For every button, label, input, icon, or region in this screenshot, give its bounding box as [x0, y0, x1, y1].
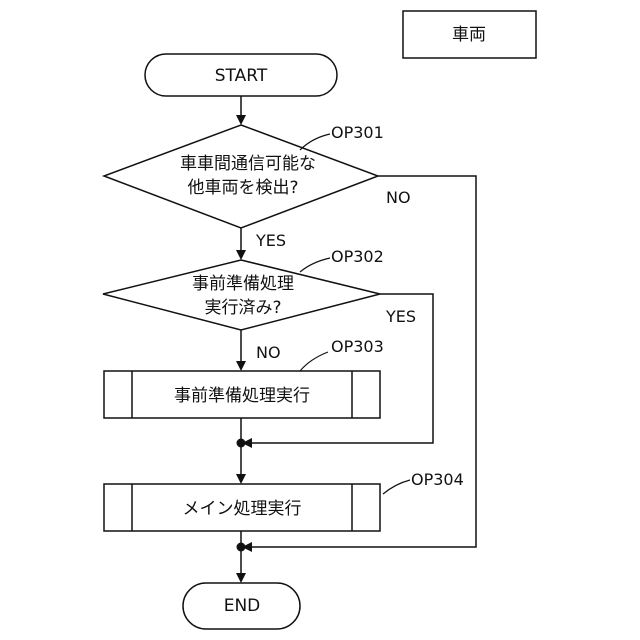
ref-op304: OP304	[383, 470, 464, 494]
connector-op301-yes: YES	[236, 228, 286, 260]
op302-ref: OP302	[331, 247, 384, 266]
op301-ref: OP301	[331, 123, 384, 142]
op302-no-label: NO	[256, 343, 281, 362]
op301-no-label: NO	[386, 188, 411, 207]
start-label: START	[215, 66, 268, 86]
entity-box: 車両	[403, 11, 536, 58]
op301-line2: 他車両を検出?	[187, 178, 298, 198]
op301-yes-label: YES	[255, 231, 286, 250]
ref-op301: OP301	[300, 123, 384, 150]
op304-ref: OP304	[411, 470, 464, 489]
process-op304: メイン処理実行	[104, 484, 380, 531]
end-terminal: END	[183, 583, 300, 629]
op302-line1: 事前準備処理	[192, 274, 294, 294]
ref-op302: OP302	[300, 247, 384, 272]
start-terminal: START	[145, 54, 337, 96]
merge-point-1	[236, 418, 246, 484]
end-label: END	[224, 596, 261, 616]
op302-line2: 実行済み?	[204, 298, 281, 318]
entity-label: 車両	[452, 25, 486, 45]
op303-label: 事前準備処理実行	[174, 386, 310, 406]
decision-op302: 事前準備処理 実行済み?	[103, 260, 380, 330]
merge-point-2	[236, 531, 246, 583]
ref-op303: OP303	[300, 337, 384, 371]
connector-op302-no: NO	[236, 330, 281, 371]
op302-yes-label: YES	[385, 307, 416, 326]
op304-label: メイン処理実行	[183, 499, 302, 519]
process-op303: 事前準備処理実行	[104, 371, 380, 418]
op301-line1: 車車間通信可能な	[180, 154, 316, 174]
op303-ref: OP303	[331, 337, 384, 356]
connector-start-op301	[236, 96, 246, 125]
